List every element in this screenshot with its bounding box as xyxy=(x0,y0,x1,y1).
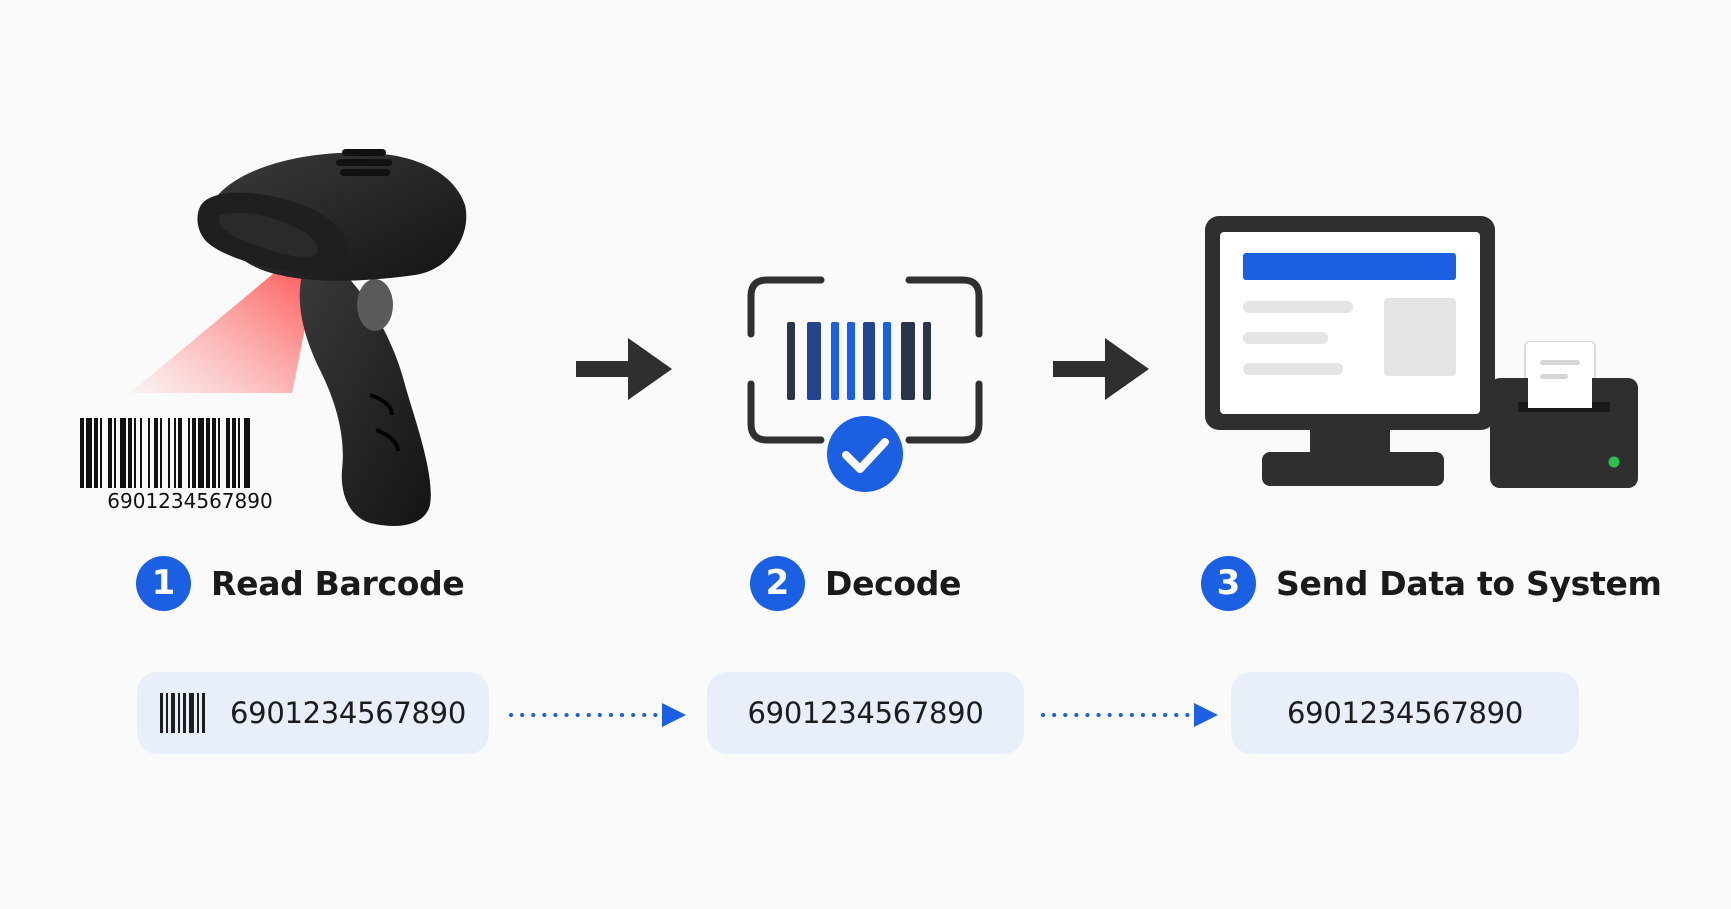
data-box-scanned: 6901234567890 xyxy=(137,672,489,754)
decode-bar xyxy=(901,322,915,400)
barcode-bar xyxy=(212,418,216,488)
step-send-data: 3 Send Data to System xyxy=(1201,553,1662,613)
step-title: Read Barcode xyxy=(211,563,465,603)
step-title: Send Data to System xyxy=(1276,563,1662,603)
arrow-right-icon xyxy=(1053,338,1149,400)
barcode-bar xyxy=(108,418,112,488)
checkmark-icon xyxy=(842,438,889,473)
barcode-bars xyxy=(80,418,250,488)
laser-beam xyxy=(130,253,318,393)
barcode-bar xyxy=(188,418,190,488)
mini-bar xyxy=(202,693,206,733)
monitor-base xyxy=(1262,452,1444,486)
barcode-bar xyxy=(134,418,136,488)
barcode-bar xyxy=(226,418,230,488)
mini-bar xyxy=(171,693,176,733)
scanner-handle xyxy=(299,265,431,526)
barcode-bar xyxy=(128,418,132,488)
barcode-bar xyxy=(86,418,92,488)
barcode-bar xyxy=(232,418,236,488)
step-number-badge: 3 xyxy=(1201,555,1256,611)
barcode-bar xyxy=(168,418,170,488)
barcode-bar xyxy=(154,418,158,488)
data-value: 6901234567890 xyxy=(1287,696,1523,730)
dotted-arrow-icon xyxy=(1041,703,1218,727)
arrow-right-icon xyxy=(576,338,672,400)
decode-bar xyxy=(883,322,891,400)
barcode-bar xyxy=(94,418,98,488)
mini-bar xyxy=(160,693,164,733)
barcode-bar xyxy=(120,418,126,488)
barcode-bar xyxy=(206,418,210,488)
barcode-bar xyxy=(192,418,196,488)
step-decode: 2 Decode xyxy=(750,553,962,613)
decode-bar xyxy=(787,322,795,400)
scanner-trigger xyxy=(357,279,393,331)
screen-header-bar xyxy=(1243,253,1456,280)
decode-bar xyxy=(847,322,855,400)
step-title: Decode xyxy=(825,563,962,603)
barcode-bar xyxy=(198,418,204,488)
mini-bar xyxy=(197,693,200,733)
dotted-arrow-icon xyxy=(509,703,686,727)
mini-bar xyxy=(189,693,195,733)
barcode-bar xyxy=(80,418,84,488)
decode-bar xyxy=(807,322,821,400)
barcode-bar xyxy=(160,418,162,488)
mini-bar xyxy=(166,693,169,733)
mini-bar xyxy=(183,693,187,733)
check-badge xyxy=(827,416,903,492)
barcode-bar xyxy=(238,418,240,488)
barcode-bar xyxy=(148,418,150,488)
barcode-bar xyxy=(114,418,116,488)
barcode-icon xyxy=(160,693,208,733)
handheld-scanner-icon xyxy=(130,149,467,526)
barcode-digits: 6901234567890 xyxy=(107,489,273,513)
decode-barcode-bars xyxy=(787,322,931,400)
decode-bar xyxy=(923,322,931,400)
decode-icon xyxy=(747,276,983,492)
mini-bar xyxy=(178,693,181,733)
barcode-bar xyxy=(100,418,102,488)
printer-status-light xyxy=(1608,456,1620,468)
data-value: 6901234567890 xyxy=(230,696,466,730)
barcode-bar xyxy=(218,418,220,488)
data-box-decoded: 6901234567890 xyxy=(707,672,1024,754)
step-read-barcode: 1 Read Barcode xyxy=(136,553,465,613)
step-number-badge: 1 xyxy=(136,555,191,611)
barcode-bar xyxy=(178,418,182,488)
barcode-bar xyxy=(244,418,250,488)
decode-bar xyxy=(863,322,875,400)
decode-bar xyxy=(831,322,839,400)
barcode-bar xyxy=(140,418,142,488)
pos-system-icon xyxy=(1205,216,1638,488)
barcode-bar xyxy=(174,418,176,488)
scanned-barcode xyxy=(80,418,250,488)
data-box-system: 6901234567890 xyxy=(1231,672,1579,754)
data-value: 6901234567890 xyxy=(747,696,984,730)
step-number-badge: 2 xyxy=(750,555,805,611)
